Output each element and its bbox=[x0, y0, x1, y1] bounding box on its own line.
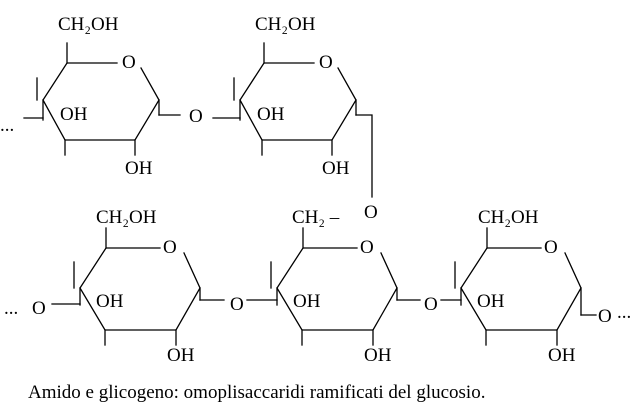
caption: Amido e glicogeno: omoplisaccaridi ramif… bbox=[28, 382, 485, 403]
glucose-ring-bottom-1: CH₂OH O OH OH bbox=[51, 207, 225, 366]
label-ring-oxygen: O bbox=[319, 52, 333, 73]
ellipsis-right-bottom: ... bbox=[617, 302, 631, 323]
label-oh: OH bbox=[322, 158, 350, 179]
label-ch2oh: CH₂OH bbox=[58, 14, 119, 35]
glucose-ring-top-1: CH₂OH O OH OH bbox=[23, 14, 181, 179]
label-ch2oh: CH₂OH bbox=[478, 207, 539, 228]
label-ch2oh: CH₂OH bbox=[255, 14, 316, 35]
glucose-ring-top-2: CH₂OH O OH OH bbox=[212, 14, 373, 198]
glycosidic-oxygen: O bbox=[32, 298, 46, 319]
glycosidic-oxygen: O bbox=[189, 106, 203, 127]
label-ring-oxygen: O bbox=[163, 237, 177, 258]
label-oh: OH bbox=[96, 291, 124, 312]
glycosidic-oxygen: O bbox=[598, 306, 612, 327]
ellipsis-left-top: ... bbox=[0, 115, 14, 136]
label-oh: OH bbox=[125, 158, 153, 179]
glycosidic-oxygen: O bbox=[230, 294, 244, 315]
label-ch2-branch: CH₂ – bbox=[292, 207, 340, 228]
label-ring-oxygen: O bbox=[544, 237, 558, 258]
ellipsis-left-bottom: ... bbox=[4, 298, 18, 319]
branch-oxygen: O bbox=[364, 202, 378, 223]
label-ring-oxygen: O bbox=[122, 52, 136, 73]
glucose-ring-bottom-3: CH₂OH O OH OH bbox=[440, 207, 597, 366]
label-ring-oxygen: O bbox=[360, 237, 374, 258]
label-oh: OH bbox=[364, 345, 392, 366]
label-oh: OH bbox=[257, 104, 285, 125]
label-oh: OH bbox=[293, 291, 321, 312]
label-oh: OH bbox=[477, 291, 505, 312]
glucose-ring-bottom-2: CH₂ – O OH OH bbox=[246, 207, 421, 366]
label-oh: OH bbox=[548, 345, 576, 366]
glycosidic-oxygen: O bbox=[424, 294, 438, 315]
label-oh: OH bbox=[167, 345, 195, 366]
label-ch2oh: CH₂OH bbox=[96, 207, 157, 228]
label-oh: OH bbox=[60, 104, 88, 125]
